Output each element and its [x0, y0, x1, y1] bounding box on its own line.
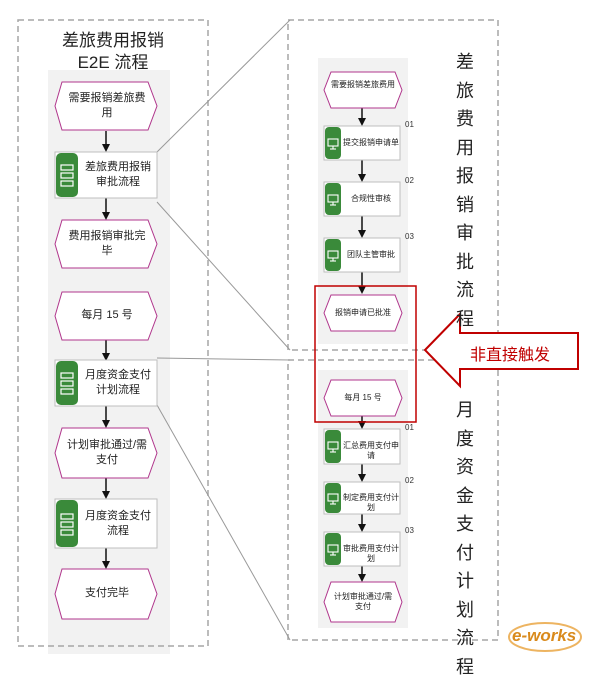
process-label[interactable]: 差旅费用报销审批流程 [85, 161, 151, 188]
event-shape [323, 294, 403, 332]
task-label[interactable]: 提交报销申请单 [343, 138, 399, 147]
task-label[interactable]: 汇总费用支付申请 [343, 441, 399, 460]
org-chart-icon [60, 164, 74, 536]
left-title: 差旅费用报销 E2E 流程 [48, 30, 178, 74]
watermark-swoosh [508, 622, 582, 652]
event-label: 支付完毕 [85, 587, 129, 599]
event-shape [54, 81, 158, 131]
task-label[interactable]: 制定费用支付计划 [343, 493, 399, 512]
step-number: 03 [405, 526, 414, 535]
left-container [17, 19, 209, 647]
event-label: 需要报销差旅费用 [331, 80, 395, 89]
diagram-canvas [17, 19, 582, 654]
process-green-bar [56, 500, 78, 547]
event-label: 计划审批通过/需支付 [66, 439, 148, 466]
event-label: 每月 15 号 [81, 309, 133, 321]
step-number: 02 [405, 476, 414, 485]
task-green-bar [325, 239, 341, 271]
task-green-bar [325, 183, 341, 215]
event-label: 需要报销差旅费用 [68, 92, 146, 119]
callout-arrow-shape [423, 311, 579, 389]
left-title-line1: 差旅费用报销 [62, 31, 164, 50]
event-shape [54, 219, 158, 269]
event-shape [54, 427, 158, 479]
monitor-icon [327, 138, 339, 556]
zoom-line [156, 357, 291, 361]
left-title-line2: E2E 流程 [77, 53, 149, 72]
task-green-bar [325, 430, 341, 463]
watermark-logo: e-works [512, 626, 577, 645]
process-green-bar [56, 361, 78, 405]
event-shape [54, 568, 158, 620]
step-number: 03 [405, 232, 414, 241]
highlight-box [314, 285, 417, 423]
event-shape [323, 581, 403, 623]
process-label[interactable]: 月度资金支付计划流程 [85, 369, 151, 396]
step-number: 02 [405, 176, 414, 185]
event-shape [54, 291, 158, 341]
right-bottom-title: 月度资金支付计划流程 [456, 400, 474, 677]
zoom-line [156, 201, 291, 351]
event-label: 计划审批通过/需支付 [333, 592, 393, 611]
task-green-bar [325, 483, 341, 513]
right-bottom-container [287, 359, 499, 641]
task-label[interactable]: 审批费用支付计划 [343, 544, 399, 563]
step-number: 01 [405, 423, 414, 432]
task-label[interactable]: 合规性审核 [351, 194, 391, 203]
event-label: 报销申请已批准 [335, 308, 391, 317]
right-top-title: 差旅费用报销审批流程 [456, 52, 474, 329]
callout-label: 非直接触发 [470, 347, 551, 364]
event-shape [323, 71, 403, 109]
event-shape [323, 379, 403, 417]
zoom-line [156, 404, 291, 641]
process-label[interactable]: 月度资金支付流程 [85, 510, 151, 537]
process-green-bar [56, 153, 78, 197]
step-number: 01 [405, 120, 414, 129]
task-green-bar [325, 533, 341, 565]
event-label: 费用报销审批完毕 [68, 230, 146, 257]
task-label[interactable]: 团队主管审批 [347, 250, 395, 259]
event-label: 每月 15 号 [344, 393, 382, 402]
zoom-line [156, 19, 291, 153]
right-top-container [287, 19, 499, 351]
task-green-bar [325, 127, 341, 159]
